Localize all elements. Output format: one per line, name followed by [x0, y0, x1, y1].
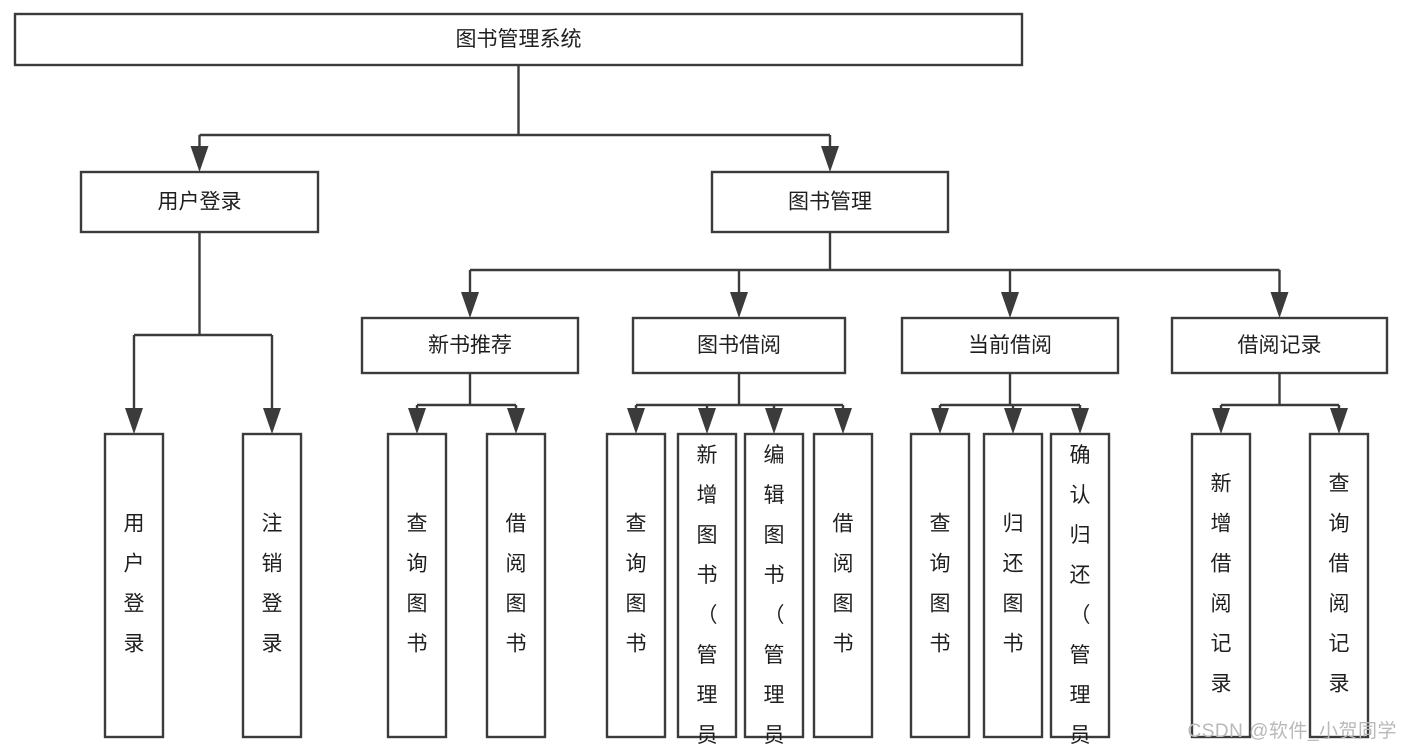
- node-leaf-borrow-book-1-box[interactable]: [485, 432, 547, 739]
- node-leaf-user-logout-box[interactable]: [241, 432, 303, 739]
- arrow-head-icon: [821, 146, 839, 172]
- node-leaf-add-record-box[interactable]: [1190, 432, 1252, 739]
- nodes-layer: 图书管理系统用户登录图书管理新书推荐图书借阅当前借阅借阅记录用户登录注销登录查询…: [13, 12, 1389, 747]
- node-leaf-return-book[interactable]: 归还图书: [982, 432, 1044, 739]
- node-leaf-borrow-book-1[interactable]: 借阅图书: [485, 432, 547, 739]
- arrow-head-icon: [931, 408, 949, 434]
- arrow-head-icon: [765, 408, 783, 434]
- arrow-head-icon: [1212, 408, 1230, 434]
- arrow-head-icon: [507, 408, 525, 434]
- node-new-book-recommend[interactable]: 新书推荐: [360, 316, 580, 375]
- node-book-manage-label: 图书管理: [788, 191, 872, 214]
- node-leaf-query-book-1[interactable]: 查询图书: [386, 432, 448, 739]
- arrow-head-icon: [730, 292, 748, 318]
- node-root-system-label: 图书管理系统: [456, 28, 582, 51]
- node-book-manage-box[interactable]: [710, 170, 950, 234]
- node-leaf-return-book-label: 归还图书: [1003, 513, 1024, 656]
- node-leaf-add-record-label: 新增借阅记录: [1211, 473, 1232, 696]
- node-leaf-user-login-box[interactable]: [103, 432, 165, 739]
- node-leaf-query-book-3-box[interactable]: [909, 432, 971, 739]
- node-leaf-edit-book-label: 编辑图书（管理员）: [764, 444, 785, 747]
- node-borrow-record-label: 借阅记录: [1238, 334, 1322, 357]
- arrow-head-icon: [125, 408, 143, 434]
- node-leaf-user-login[interactable]: 用户登录: [103, 432, 165, 739]
- node-leaf-query-record-label: 查询借阅记录: [1329, 473, 1350, 696]
- node-root-system-box[interactable]: [13, 12, 1024, 67]
- node-leaf-confirm-return-label: 确认归还（管理员）: [1070, 444, 1091, 747]
- node-book-borrow[interactable]: 图书借阅: [631, 316, 847, 375]
- node-borrow-record-box[interactable]: [1170, 316, 1389, 375]
- node-leaf-add-record[interactable]: 新增借阅记录: [1190, 432, 1252, 739]
- node-leaf-borrow-book-2-box[interactable]: [812, 432, 874, 739]
- node-leaf-query-book-3-label: 查询图书: [930, 513, 951, 656]
- node-leaf-user-login-label: 用户登录: [124, 513, 145, 656]
- arrow-head-icon: [1001, 292, 1019, 318]
- node-leaf-query-record-box[interactable]: [1308, 432, 1370, 739]
- arrow-head-icon: [190, 146, 209, 172]
- node-leaf-query-book-2-label: 查询图书: [626, 513, 647, 656]
- node-leaf-edit-book-box[interactable]: [743, 432, 805, 739]
- node-leaf-query-record[interactable]: 查询借阅记录: [1308, 432, 1370, 739]
- arrow-head-icon: [698, 408, 716, 434]
- node-leaf-confirm-return[interactable]: 确认归还（管理员）: [1049, 432, 1111, 747]
- arrow-head-icon: [1071, 408, 1089, 434]
- node-leaf-return-book-box[interactable]: [982, 432, 1044, 739]
- node-leaf-query-book-3[interactable]: 查询图书: [909, 432, 971, 739]
- connectors-layer: [125, 65, 1348, 434]
- arrow-head-icon: [1004, 408, 1022, 434]
- node-leaf-query-book-2[interactable]: 查询图书: [605, 432, 667, 739]
- node-current-borrow-label: 当前借阅: [968, 334, 1052, 357]
- arrow-head-icon: [263, 408, 281, 434]
- node-book-borrow-label: 图书借阅: [697, 334, 781, 357]
- node-leaf-borrow-book-2[interactable]: 借阅图书: [812, 432, 874, 739]
- node-leaf-add-book-box[interactable]: [676, 432, 738, 739]
- node-current-borrow[interactable]: 当前借阅: [900, 316, 1120, 375]
- node-book-manage[interactable]: 图书管理: [710, 170, 950, 234]
- node-book-borrow-box[interactable]: [631, 316, 847, 375]
- node-leaf-add-book[interactable]: 新增图书（管理员）: [676, 432, 738, 747]
- node-leaf-query-book-2-box[interactable]: [605, 432, 667, 739]
- node-leaf-query-book-1-box[interactable]: [386, 432, 448, 739]
- node-root-system[interactable]: 图书管理系统: [13, 12, 1024, 67]
- arrow-head-icon: [627, 408, 645, 434]
- node-current-borrow-box[interactable]: [900, 316, 1120, 375]
- node-user-login[interactable]: 用户登录: [79, 170, 320, 234]
- node-leaf-add-book-label: 新增图书（管理员）: [697, 444, 718, 747]
- node-leaf-edit-book[interactable]: 编辑图书（管理员）: [743, 432, 805, 747]
- arrow-head-icon: [1330, 408, 1348, 434]
- node-leaf-user-logout[interactable]: 注销登录: [241, 432, 303, 739]
- arrow-head-icon: [1270, 292, 1289, 318]
- node-borrow-record[interactable]: 借阅记录: [1170, 316, 1389, 375]
- node-new-book-recommend-label: 新书推荐: [428, 334, 512, 357]
- node-leaf-borrow-book-2-label: 借阅图书: [833, 513, 854, 656]
- node-user-login-box[interactable]: [79, 170, 320, 234]
- node-user-login-label: 用户登录: [158, 191, 242, 214]
- node-new-book-recommend-box[interactable]: [360, 316, 580, 375]
- node-leaf-user-logout-label: 注销登录: [262, 513, 283, 656]
- arrow-head-icon: [834, 408, 852, 434]
- node-leaf-query-book-1-label: 查询图书: [407, 513, 428, 656]
- node-leaf-confirm-return-box[interactable]: [1049, 432, 1111, 739]
- arrow-head-icon: [408, 408, 426, 434]
- arrow-head-icon: [461, 292, 479, 318]
- node-leaf-borrow-book-1-label: 借阅图书: [506, 513, 527, 656]
- watermark-text: CSDN @软件_小贺同学: [1187, 721, 1397, 742]
